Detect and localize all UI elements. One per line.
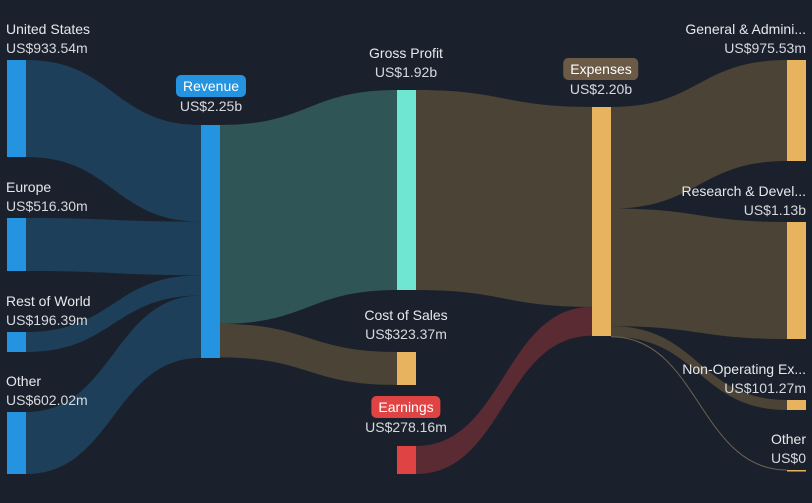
value-exp: US$2.20b bbox=[569, 81, 633, 97]
link-exp-oth_out bbox=[610, 336, 788, 471]
node-earn bbox=[397, 446, 416, 474]
value-earn: US$278.16m bbox=[365, 419, 447, 435]
node-oth_in bbox=[7, 412, 26, 474]
link-row-rev bbox=[26, 275, 201, 352]
node-rev bbox=[201, 125, 220, 358]
label-earn: Earnings bbox=[371, 396, 441, 418]
value-row: US$196.39m bbox=[6, 312, 88, 328]
node-us bbox=[7, 60, 26, 157]
link-rev-cos bbox=[220, 323, 397, 385]
node-cos bbox=[397, 352, 416, 385]
link-exp-ga bbox=[611, 60, 787, 209]
label-rd: Research & Devel... bbox=[681, 183, 807, 199]
label-rev: Revenue bbox=[175, 75, 247, 97]
link-exp-rd bbox=[611, 208, 787, 339]
link-us-rev bbox=[26, 60, 201, 222]
node-nonop bbox=[787, 400, 806, 410]
value-cos: US$323.37m bbox=[365, 326, 447, 342]
label-oth_in: Other bbox=[6, 373, 42, 389]
node-eu bbox=[7, 218, 26, 271]
link-exp-nonop bbox=[611, 326, 787, 410]
value-eu: US$516.30m bbox=[6, 198, 88, 214]
value-oth_out: US$0 bbox=[770, 450, 806, 466]
label-cos: Cost of Sales bbox=[364, 307, 448, 323]
label-eu: Europe bbox=[6, 179, 52, 195]
link-earn-exp bbox=[416, 306, 592, 474]
value-rd: US$1.13b bbox=[743, 202, 806, 218]
link-rev-gp bbox=[220, 90, 397, 324]
value-nonop: US$101.27m bbox=[724, 380, 806, 396]
label-nonop: Non-Operating Ex... bbox=[682, 361, 806, 377]
value-gp: US$1.92b bbox=[374, 64, 438, 80]
node-oth_out bbox=[787, 470, 806, 472]
value-oth_in: US$602.02m bbox=[6, 392, 88, 408]
label-ga: General & Admini... bbox=[685, 21, 806, 37]
link-oth_in-rev bbox=[26, 295, 201, 474]
label-us: United States bbox=[6, 21, 91, 37]
node-exp bbox=[592, 107, 611, 336]
node-rd bbox=[787, 222, 806, 339]
node-row bbox=[7, 332, 26, 352]
node-ga bbox=[787, 60, 806, 161]
link-eu-rev bbox=[26, 218, 201, 276]
value-rev: US$2.25b bbox=[179, 98, 243, 114]
value-ga: US$975.53m bbox=[724, 40, 806, 56]
node-gp bbox=[397, 90, 416, 290]
value-us: US$933.54m bbox=[6, 40, 88, 56]
label-oth_out: Other bbox=[770, 431, 806, 447]
link-gp-exp bbox=[416, 90, 592, 307]
label-row: Rest of World bbox=[6, 293, 91, 309]
label-gp: Gross Profit bbox=[369, 45, 443, 61]
label-exp: Expenses bbox=[563, 58, 639, 80]
